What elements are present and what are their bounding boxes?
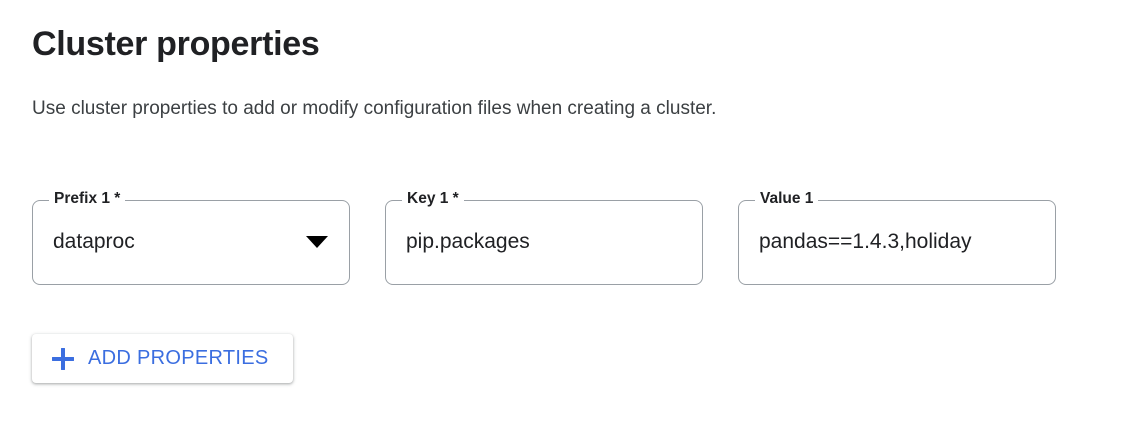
- prefix-1-label: Prefix 1 *: [49, 189, 126, 209]
- page-description: Use cluster properties to add or modify …: [32, 98, 717, 119]
- plus-icon: [52, 347, 74, 370]
- key-1-field[interactable]: Key 1 * pip.packages: [385, 189, 703, 285]
- value-1-field[interactable]: Value 1 pandas==1.4.3,holiday: [738, 189, 1056, 285]
- key-1-label: Key 1 *: [402, 189, 464, 209]
- page-title: Cluster properties: [32, 25, 320, 63]
- add-properties-button[interactable]: ADD PROPERTIES: [32, 334, 293, 383]
- add-properties-label: ADD PROPERTIES: [88, 347, 269, 369]
- value-1-input[interactable]: pandas==1.4.3,holiday: [759, 230, 972, 253]
- prefix-1-field[interactable]: Prefix 1 * dataproc: [32, 189, 350, 285]
- key-1-input[interactable]: pip.packages: [406, 230, 530, 253]
- dropdown-caret-icon[interactable]: [306, 236, 328, 248]
- properties-row: Prefix 1 * dataproc Key 1 * pip.packages…: [32, 189, 1056, 285]
- value-1-label: Value 1: [755, 189, 819, 209]
- prefix-1-value[interactable]: dataproc: [53, 230, 135, 253]
